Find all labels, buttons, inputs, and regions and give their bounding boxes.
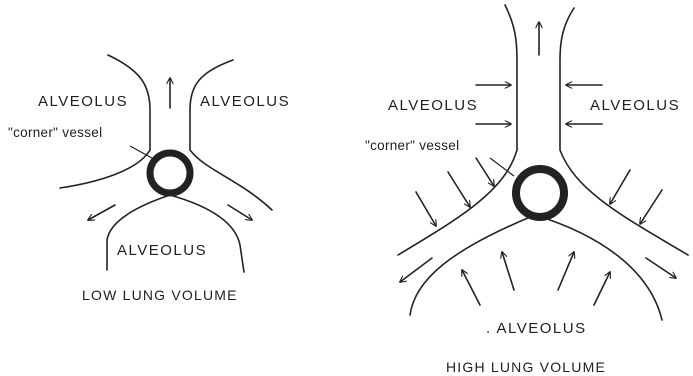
high-arrow-ur-1 — [610, 170, 630, 204]
high-arrow-ul-3 — [476, 158, 494, 186]
low-caption: LOW LUNG VOLUME — [82, 287, 238, 303]
high-wall-lower-left — [410, 215, 535, 315]
low-wall-lower-right — [170, 195, 244, 272]
high-arrow-out-left — [400, 258, 432, 282]
low-arrow-down-left — [88, 205, 115, 220]
low-corner-vessel — [150, 153, 190, 193]
high-arrow-ul-1 — [416, 192, 436, 226]
high-label-alveolus-bottom: . ALVEOLUS — [486, 320, 587, 337]
high-arrow-low-4 — [594, 272, 610, 305]
low-label-corner-vessel: "corner" vessel — [8, 125, 102, 140]
high-label-corner-vessel: "corner" vessel — [365, 138, 459, 153]
high-wall-upper-left — [398, 5, 517, 255]
low-arrow-down-right — [228, 205, 252, 220]
high-wall-upper-right — [560, 8, 688, 255]
high-wall-lower-right — [535, 215, 662, 320]
high-label-alveolus-left: ALVEOLUS — [388, 97, 478, 114]
low-wall-upper-right — [190, 60, 272, 210]
high-arrow-ul-2 — [448, 172, 470, 207]
high-arrow-low-3 — [558, 252, 574, 290]
high-volume-panel: ALVEOLUS ALVEOLUS "corner" vessel . ALVE… — [365, 5, 688, 375]
high-corner-vessel — [516, 169, 564, 217]
high-arrow-out-right — [646, 258, 676, 278]
low-label-alveolus-left: ALVEOLUS — [38, 93, 128, 110]
high-arrow-low-2 — [502, 252, 514, 290]
low-wall-upper-left — [60, 55, 150, 188]
low-volume-panel: ALVEOLUS ALVEOLUS "corner" vessel ALVEOL… — [8, 55, 290, 303]
high-arrow-ur-2 — [640, 190, 662, 224]
low-label-alveolus-right: ALVEOLUS — [200, 93, 290, 110]
low-label-alveolus-bottom: ALVEOLUS — [117, 242, 207, 259]
high-caption: HIGH LUNG VOLUME — [446, 359, 606, 375]
high-arrow-low-1 — [462, 270, 480, 305]
high-label-alveolus-right: ALVEOLUS — [590, 97, 680, 114]
